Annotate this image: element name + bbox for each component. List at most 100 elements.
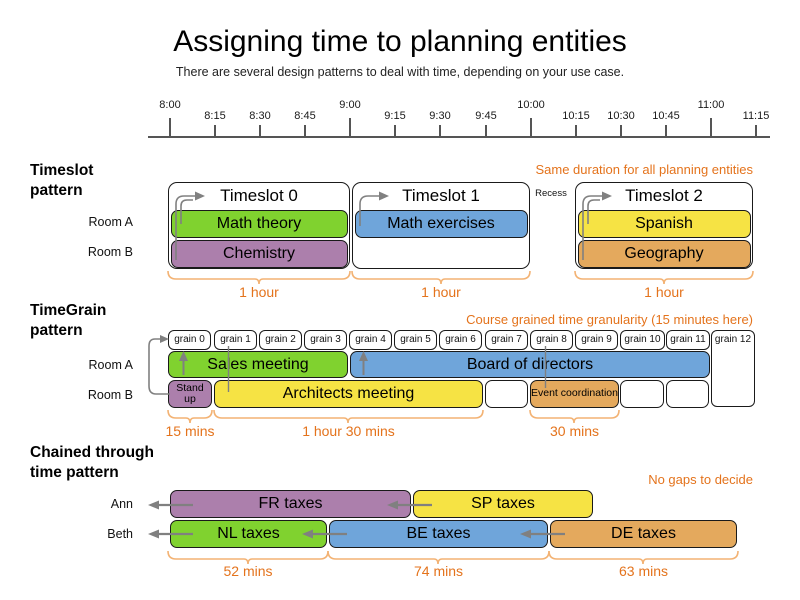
meeting-box-sales: Sales meeting [168,351,348,378]
timeline-tick-label: 10:00 [517,99,545,111]
timeline-tick-label: 9:30 [429,110,451,122]
lesson-box-math-exercises: Math exercises [354,210,528,238]
timeline-tick-label: 9:45 [475,110,497,122]
duration-brace [529,409,620,424]
chain-arrow-icon [387,500,432,510]
duration-label: 63 mins [618,563,669,579]
section-label-timegrain-pattern: TimeGrain pattern [30,301,106,341]
page-title: Assigning time to planning entities [173,25,627,58]
timeline-tick: 9:45 [464,110,508,138]
duration-brace [167,550,329,565]
up-arrow-icon [179,351,188,375]
timeline-tick: 10:45 [644,110,688,138]
row-label-room-a: Room A [88,215,133,229]
duration-brace [167,409,213,424]
task-box-de-taxes: DE taxes [550,520,737,548]
timeline-axis [148,136,770,138]
grain-box: grain 5 [394,330,437,350]
timeline-tick-label: 9:15 [384,110,406,122]
timeline-tick: 10:30 [599,110,643,138]
empty-grain-box [666,380,709,408]
timeline-tick: 8:00 [148,99,192,138]
grain-box: grain 2 [259,330,302,350]
timeline-tick: 9:00 [328,99,372,138]
section-label-timeslot-pattern: Timeslot pattern [30,161,93,201]
duration-brace [351,270,531,285]
task-box-be-taxes: BE taxes [329,520,548,548]
timeline-tick: 11:00 [689,99,733,138]
grain-pointer-arrow-icon [148,335,170,395]
timeline-tick-label: 11:00 [697,99,725,111]
grain-box: grain 0 [168,330,211,350]
timeline-tick-label: 8:45 [294,110,316,122]
timeline-tick-label: 8:00 [159,99,181,111]
timeline-tick-label: 10:30 [607,110,635,122]
timeline-tick-label: 8:30 [249,110,271,122]
timeline-tick-label: 8:15 [204,110,226,122]
task-box-nl-taxes: NL taxes [170,520,327,548]
row-label-ann: Ann [110,497,133,511]
section-label-line: time pattern [30,464,119,481]
section-label-line: Chained through [30,444,154,461]
timeslot-assignment-arrow-icon [582,191,612,260]
duration-brace [548,550,739,565]
timeline-tick: 8:45 [283,110,327,138]
lesson-box-geography: Geography [577,239,751,268]
timeslot-title: Timeslot 0 [220,186,298,205]
chain-arrow-icon [302,529,347,539]
duration-label: 15 mins [165,423,215,439]
task-box-sp-taxes: SP taxes [413,490,593,518]
section-label-chained-pattern: Chained through time pattern [30,443,154,483]
grain-box: grain 7 [485,330,528,350]
timeline-tick: 8:15 [193,110,237,138]
duration-brace [213,409,484,424]
timeslot-assignment-arrow-icon [175,191,205,260]
recess-gap-label: Recess [535,188,567,199]
duration-label: 1 hour [644,284,684,300]
grain-box: grain 10 [620,330,665,350]
empty-grain-box [620,380,664,408]
section-label-line: pattern [30,322,83,339]
grain-connector-line [227,346,230,392]
timeline-tick: 9:15 [373,110,417,138]
duration-label: 52 mins [223,563,273,579]
section-label-line: Timeslot [30,162,94,179]
section-label-line: TimeGrain [30,302,107,319]
timeline-tick-label: 10:45 [652,110,680,122]
timeslot-assignment-arrow-icon [359,191,389,226]
meeting-box-architects: Architects meeting [214,380,483,408]
timeline-tick: 10:00 [509,99,553,138]
annotation-course-grained: Course grained time granularity (15 minu… [466,312,753,327]
chain-arrow-icon [520,529,565,539]
duration-label: 1 hour 30 mins [302,423,395,439]
timeline-tick: 8:30 [238,110,282,138]
grain-connector-line [544,346,547,388]
timeslot-title: Timeslot 1 [402,186,480,205]
up-arrow-icon [359,351,368,375]
annotation-same-duration: Same duration for all planning entities [535,162,753,177]
section-label-line: pattern [30,182,83,199]
duration-brace [574,270,754,285]
empty-grain-box [485,380,528,408]
duration-label: 74 mins [413,563,464,579]
grain-box: grain 9 [575,330,618,350]
duration-brace [327,550,550,565]
timeline-tick-label: 11:15 [742,110,770,122]
row-label-room-a: Room A [88,358,133,372]
grain-box: grain 6 [439,330,482,350]
row-label-beth: Beth [107,527,133,541]
row-label-room-b: Room B [87,245,133,259]
duration-label: 1 hour [239,284,279,300]
annotation-no-gaps: No gaps to decide [648,472,753,487]
timeline-tick: 9:30 [418,110,462,138]
grain-box: grain 3 [304,330,347,350]
timeline-tick: 10:15 [554,110,598,138]
duration-label: 30 mins [549,423,600,439]
task-box-fr-taxes: FR taxes [170,490,411,518]
timeline-tick: 11:15 [734,110,778,138]
meeting-box-board-of-directors: Board of directors [350,351,710,378]
page-subtitle: There are several design patterns to dea… [175,65,625,79]
chain-arrow-icon [148,500,193,510]
grain-box: grain 12 [711,330,755,407]
